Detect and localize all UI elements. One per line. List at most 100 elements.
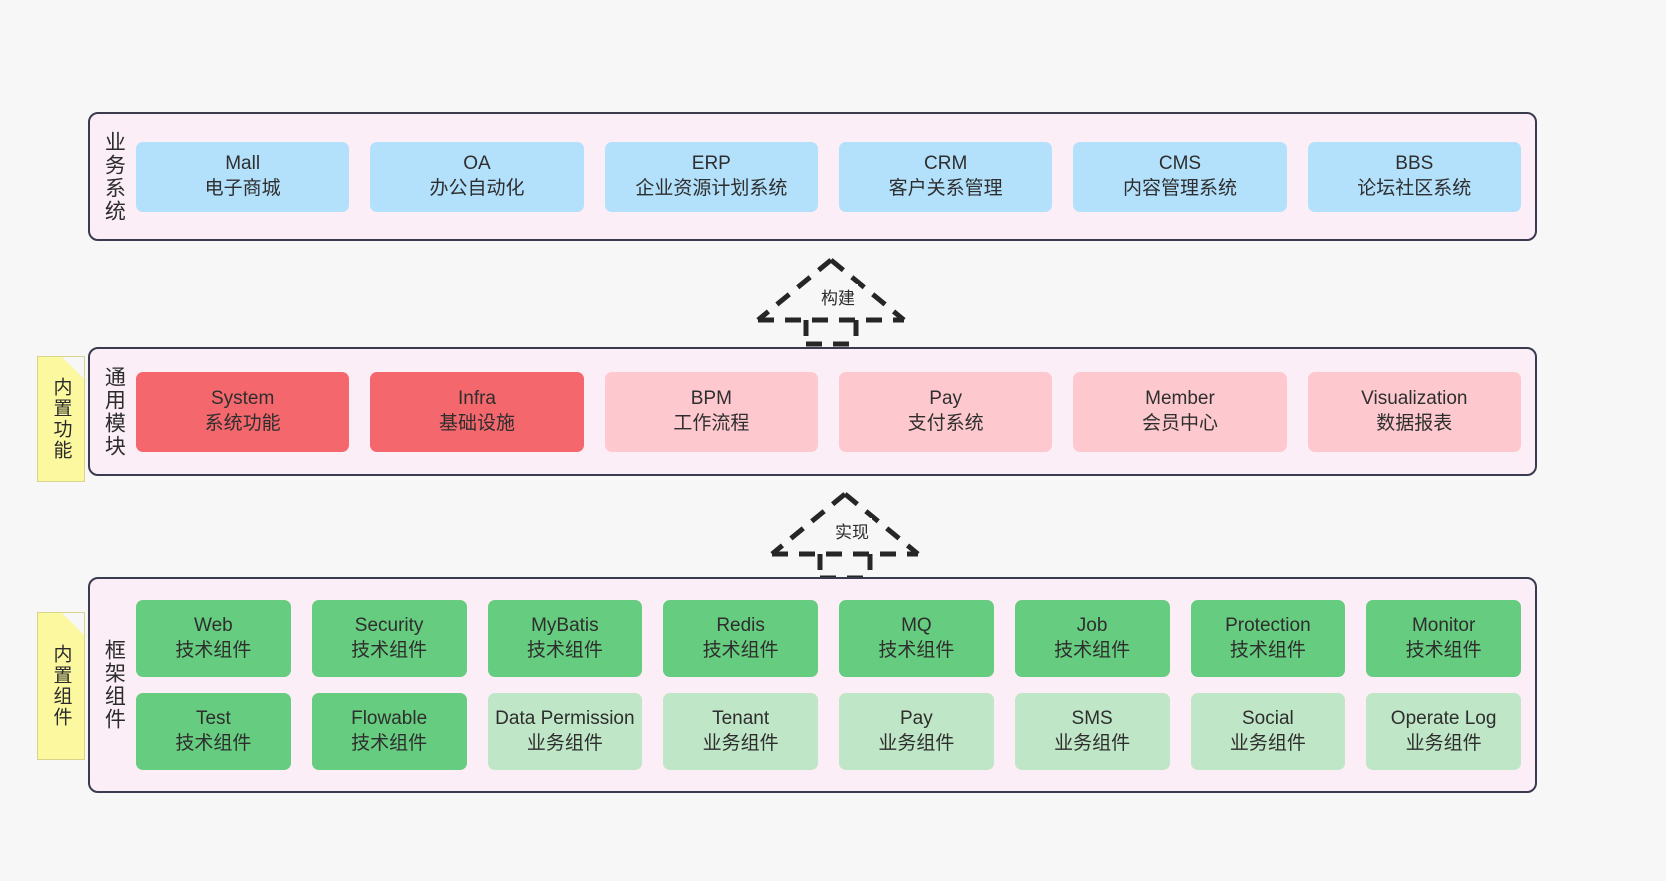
card-title-en: Job bbox=[1076, 614, 1108, 636]
component-card-protection[interactable]: Protection 技术组件 bbox=[1190, 600, 1346, 677]
card-title-cn: 会员中心 bbox=[1141, 412, 1218, 434]
component-card-redis[interactable]: Redis 技术组件 bbox=[663, 600, 818, 677]
business-card-oa[interactable]: OA 办公自动化 bbox=[370, 141, 584, 212]
card-title-cn: 内容管理系统 bbox=[1122, 177, 1237, 199]
component-card-tenant[interactable]: Tenant 业务组件 bbox=[663, 693, 818, 770]
module-card-member[interactable]: Member 会员中心 bbox=[1073, 371, 1287, 452]
card-title-en: Visualization bbox=[1361, 387, 1468, 409]
card-title-en: MQ bbox=[901, 614, 932, 636]
card-title-en: ERP bbox=[691, 152, 731, 174]
card-title-cn: 技术组件 bbox=[351, 732, 428, 754]
connector-build-label: 构建 bbox=[818, 284, 858, 309]
dashed-hollow-arrow-icon bbox=[756, 258, 906, 347]
card-title-cn: 技术组件 bbox=[878, 639, 955, 661]
layer-business-title: 业务系统 bbox=[102, 130, 126, 223]
module-card-pay[interactable]: Pay 支付系统 bbox=[838, 371, 1053, 452]
component-card-pay[interactable]: Pay 业务组件 bbox=[839, 693, 994, 770]
card-title-cn: 业务组件 bbox=[878, 732, 955, 754]
card-title-en: Mall bbox=[225, 152, 261, 174]
component-card-mybatis[interactable]: MyBatis 技术组件 bbox=[487, 600, 643, 677]
card-title-cn: 办公自动化 bbox=[429, 177, 525, 199]
layer-common-body: System 系统功能 Infra 基础设施 BPM 工作流程 Pay 支付系统… bbox=[136, 349, 1535, 474]
card-title-cn: 支付系统 bbox=[907, 412, 984, 434]
card-title-en: Data Permission bbox=[495, 707, 635, 729]
card-title-cn: 业务组件 bbox=[1054, 732, 1131, 754]
card-title-cn: 业务组件 bbox=[526, 732, 603, 754]
card-title-en: Redis bbox=[716, 614, 765, 636]
note-builtin-component: 内置组件 bbox=[37, 612, 85, 760]
card-title-cn: 企业资源计划系统 bbox=[635, 177, 788, 199]
card-title-en: Protection bbox=[1225, 614, 1311, 636]
layer-framework-component: 框架组件 Web 技术组件 Security 技术组件 MyBatis 技术组件… bbox=[88, 577, 1537, 793]
component-card-social[interactable]: Social 业务组件 bbox=[1190, 693, 1346, 770]
card-title-cn: 客户关系管理 bbox=[888, 177, 1003, 199]
card-title-en: BPM bbox=[690, 387, 732, 409]
card-title-en: Operate Log bbox=[1390, 707, 1497, 729]
card-title-en: Flowable bbox=[351, 707, 428, 729]
component-card-sms[interactable]: SMS 业务组件 bbox=[1014, 693, 1170, 770]
component-card-web[interactable]: Web 技术组件 bbox=[136, 600, 291, 677]
business-card-erp[interactable]: ERP 企业资源计划系统 bbox=[604, 141, 818, 212]
module-card-bpm[interactable]: BPM 工作流程 bbox=[604, 371, 818, 452]
module-card-visualization[interactable]: Visualization 数据报表 bbox=[1307, 371, 1521, 452]
connector-implement-label: 实现 bbox=[832, 518, 872, 543]
note-builtin-function-label: 内置功能 bbox=[50, 377, 72, 461]
note-builtin-component-label: 内置组件 bbox=[50, 644, 72, 728]
card-title-en: Social bbox=[1242, 707, 1294, 729]
card-title-en: MyBatis bbox=[531, 614, 599, 636]
module-card-infra[interactable]: Infra 基础设施 bbox=[370, 371, 584, 452]
component-card-data-permission[interactable]: Data Permission 业务组件 bbox=[487, 693, 643, 770]
common-row: System 系统功能 Infra 基础设施 BPM 工作流程 Pay 支付系统… bbox=[136, 371, 1521, 452]
card-title-cn: 业务组件 bbox=[1229, 732, 1306, 754]
business-row: Mall 电子商城 OA 办公自动化 ERP 企业资源计划系统 CRM 客户关系… bbox=[136, 141, 1521, 212]
component-card-monitor[interactable]: Monitor 技术组件 bbox=[1366, 600, 1521, 677]
framework-row-tech: Web 技术组件 Security 技术组件 MyBatis 技术组件 Redi… bbox=[136, 600, 1521, 677]
card-title-cn: 电子商城 bbox=[204, 177, 281, 199]
layer-business-body: Mall 电子商城 OA 办公自动化 ERP 企业资源计划系统 CRM 客户关系… bbox=[136, 114, 1535, 239]
business-card-bbs[interactable]: BBS 论坛社区系统 bbox=[1307, 141, 1521, 212]
layer-business-system: 业务系统 Mall 电子商城 OA 办公自动化 ERP 企业资源计划系统 CRM… bbox=[88, 112, 1537, 241]
business-card-mall[interactable]: Mall 电子商城 bbox=[136, 141, 350, 212]
folded-corner-icon bbox=[62, 357, 84, 379]
component-card-flowable[interactable]: Flowable 技术组件 bbox=[311, 693, 467, 770]
connector-implement: 实现 bbox=[770, 492, 920, 581]
card-title-cn: 技术组件 bbox=[702, 639, 779, 661]
card-title-en: SMS bbox=[1071, 707, 1113, 729]
module-card-system[interactable]: System 系统功能 bbox=[136, 371, 350, 452]
card-title-cn: 业务组件 bbox=[702, 732, 779, 754]
card-title-en: Web bbox=[194, 614, 233, 636]
card-title-en: CRM bbox=[924, 152, 968, 174]
component-card-security[interactable]: Security 技术组件 bbox=[311, 600, 467, 677]
card-title-cn: 业务组件 bbox=[1405, 732, 1482, 754]
card-title-cn: 论坛社区系统 bbox=[1357, 177, 1472, 199]
card-title-cn: 技术组件 bbox=[175, 732, 252, 754]
layer-framework-body: Web 技术组件 Security 技术组件 MyBatis 技术组件 Redi… bbox=[136, 579, 1535, 791]
card-title-cn: 技术组件 bbox=[1405, 639, 1482, 661]
card-title-cn: 技术组件 bbox=[175, 639, 252, 661]
card-title-en: Infra bbox=[457, 387, 496, 409]
connector-build: 构建 bbox=[756, 258, 906, 347]
card-title-cn: 基础设施 bbox=[438, 412, 515, 434]
card-title-en: Pay bbox=[929, 387, 963, 409]
card-title-en: OA bbox=[463, 152, 491, 174]
card-title-cn: 技术组件 bbox=[1229, 639, 1306, 661]
component-card-test[interactable]: Test 技术组件 bbox=[136, 693, 291, 770]
card-title-cn: 技术组件 bbox=[351, 639, 428, 661]
business-card-crm[interactable]: CRM 客户关系管理 bbox=[838, 141, 1053, 212]
card-title-en: Test bbox=[195, 707, 231, 729]
component-card-mq[interactable]: MQ 技术组件 bbox=[839, 600, 994, 677]
card-title-cn: 技术组件 bbox=[1054, 639, 1131, 661]
card-title-en: Monitor bbox=[1411, 614, 1476, 636]
card-title-en: Security bbox=[354, 614, 424, 636]
card-title-en: System bbox=[210, 387, 275, 409]
folded-corner-icon bbox=[62, 613, 84, 635]
card-title-cn: 系统功能 bbox=[204, 412, 281, 434]
component-card-operate-log[interactable]: Operate Log 业务组件 bbox=[1366, 693, 1521, 770]
card-title-en: CMS bbox=[1158, 152, 1202, 174]
card-title-cn: 工作流程 bbox=[673, 412, 750, 434]
business-card-cms[interactable]: CMS 内容管理系统 bbox=[1073, 141, 1287, 212]
card-title-en: BBS bbox=[1395, 152, 1434, 174]
component-card-job[interactable]: Job 技术组件 bbox=[1014, 600, 1170, 677]
card-title-cn: 技术组件 bbox=[526, 639, 603, 661]
